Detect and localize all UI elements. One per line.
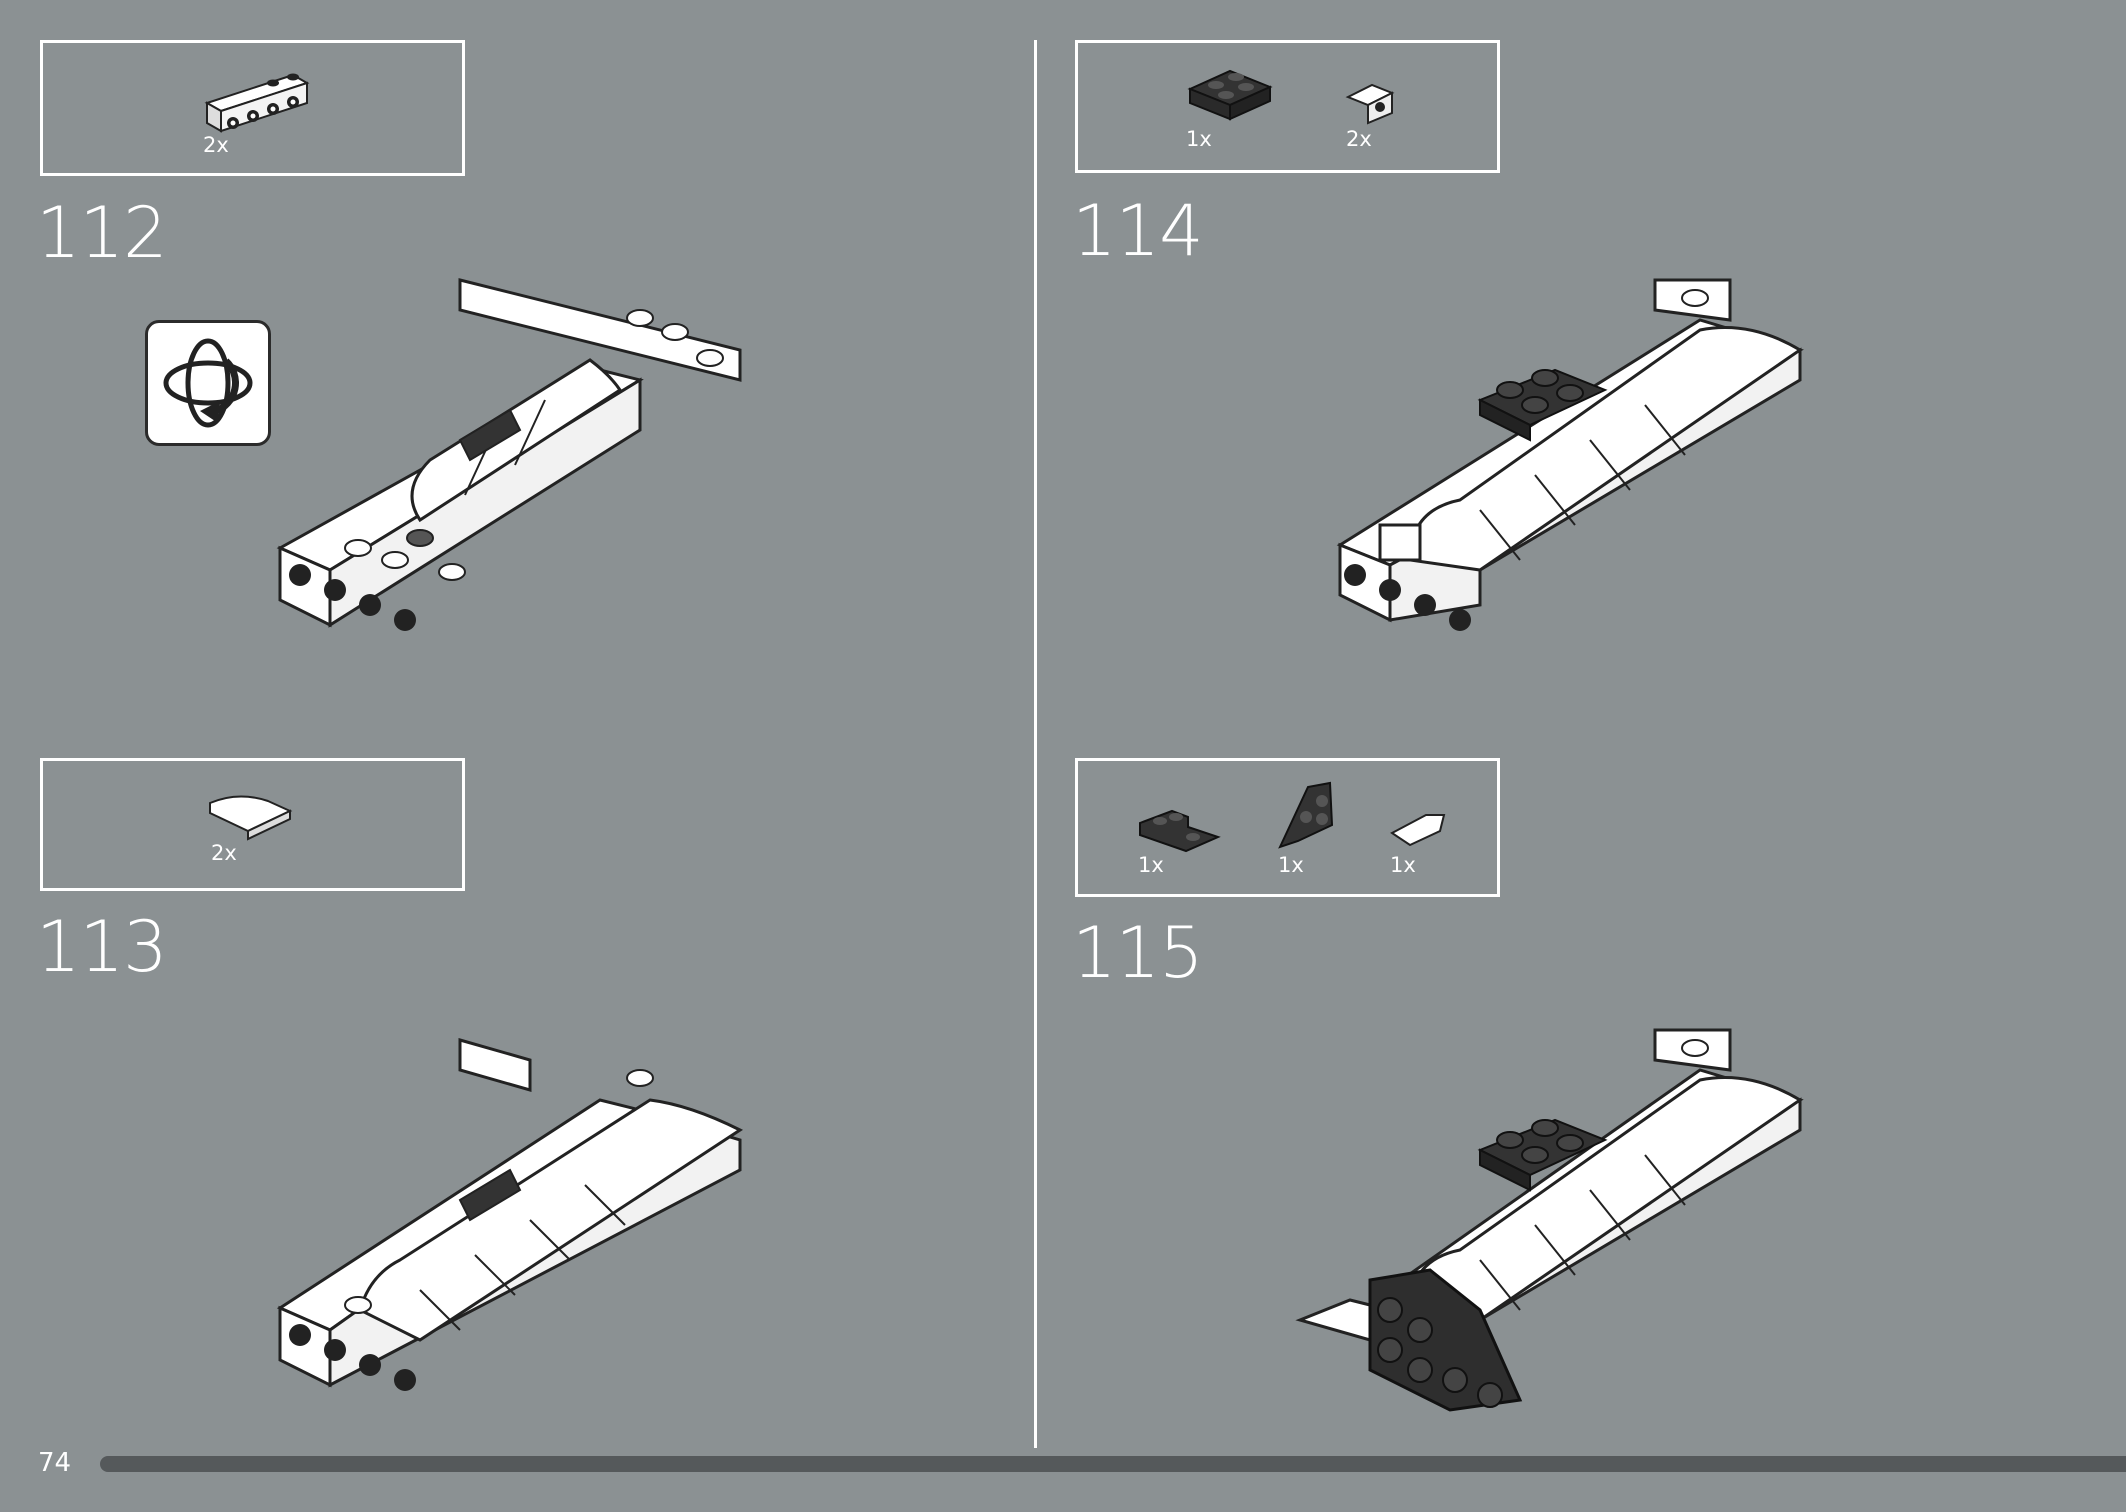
part-qty: 1x [1138,853,1164,877]
rotate-model-icon [145,320,271,446]
step-number-115: 115 [1072,912,1204,994]
step-number-112: 112 [36,192,168,274]
parts-callout-step-114: 1x 2x [1075,40,1500,173]
corner-plate-black-icon [1139,809,1221,853]
part-qty: 1x [1390,853,1416,877]
progress-bar [100,1456,2126,1472]
part-qty: 2x [203,133,229,157]
model-step-112 [276,278,742,631]
part-qty: 1x [1186,127,1212,151]
model-step-115 [1295,1028,1804,1412]
page-divider [1034,40,1037,1448]
parts-callout-step-113: 2x [40,758,465,891]
curved-slope-white-icon [209,795,293,841]
plate-2x2-black-icon [1187,69,1273,121]
parts-callout-step-112: 2x [40,40,465,176]
part-qty: 2x [1346,127,1372,151]
parts-callout-step-115: 1x 1x 1x [1075,758,1500,897]
bracket-1x1-white-icon [1345,83,1395,125]
model-step-114 [1336,278,1804,631]
step-number-114: 114 [1072,190,1204,272]
model-step-113 [276,1038,744,1391]
part-qty: 1x [1278,853,1304,877]
wedge-small-white-icon [1390,814,1446,847]
step-number-113: 113 [36,906,168,988]
page-number: 74 [38,1448,72,1478]
wedge-plate-black-icon [1278,781,1334,849]
part-qty: 2x [211,841,237,865]
bracket-1x4-white-icon [204,73,310,133]
